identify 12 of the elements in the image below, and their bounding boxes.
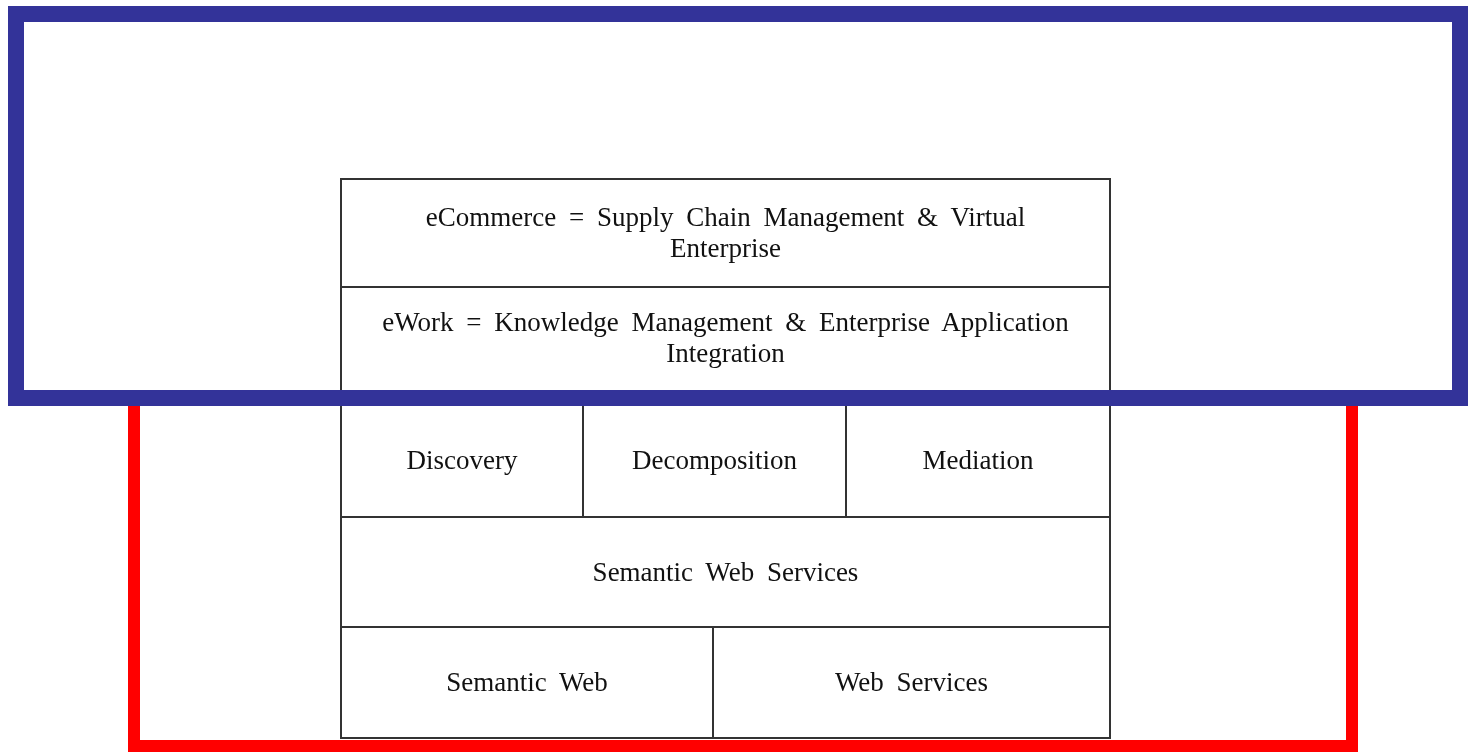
layer-label: eCommerce = Supply Chain Management & Virtual Enterprise xyxy=(424,202,1027,264)
layer-label: eWork = Knowledge Management & Enterprise Application Integration xyxy=(381,307,1070,369)
layer-label: Web Services xyxy=(834,667,989,698)
layer-box xyxy=(712,626,1111,739)
layer-box xyxy=(340,516,1111,628)
layer-box xyxy=(340,626,714,739)
layer-label: Semantic Web xyxy=(445,667,609,698)
layer-label: Discovery xyxy=(405,444,519,476)
layer-label: Decomposition xyxy=(631,444,798,476)
layer-label: Semantic Web Services xyxy=(591,556,860,588)
layer-label: Mediation xyxy=(921,444,1035,476)
layer-box xyxy=(340,178,1111,288)
